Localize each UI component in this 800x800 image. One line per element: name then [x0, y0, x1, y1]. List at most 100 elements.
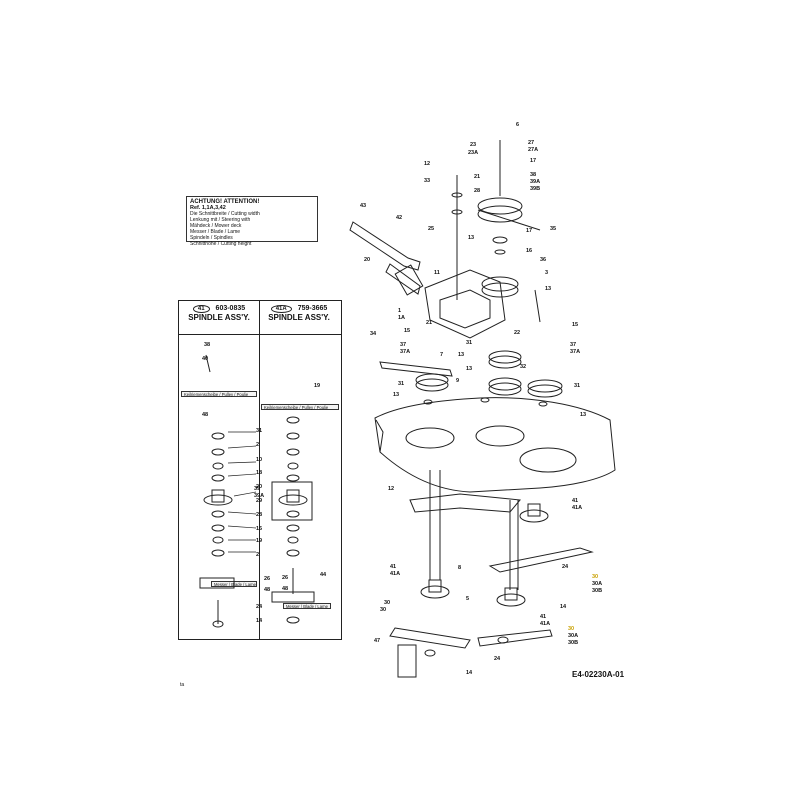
table-divider	[259, 301, 260, 639]
part-label: 44	[320, 572, 327, 578]
part-label: 8	[458, 565, 462, 571]
warning-line: Spindeln / Spindles	[190, 235, 233, 241]
ref-circle-left: 41	[192, 305, 210, 313]
part-label: 47	[374, 638, 381, 644]
blade-band-right: Messer / Blade / Lame	[283, 603, 331, 609]
lower-spindles	[389, 503, 594, 678]
part-label: 13	[545, 286, 552, 292]
spindle-stack-left	[199, 354, 235, 628]
part-label: 41A	[572, 505, 583, 511]
part-label: 39A	[254, 493, 265, 499]
part-label: 17	[530, 158, 537, 164]
part-label: 24	[494, 656, 501, 662]
part-label: 37	[400, 342, 407, 348]
part-label: 15	[572, 322, 579, 328]
part-label: 13	[468, 235, 475, 241]
table-header-line	[179, 334, 341, 335]
part-label: 30A	[592, 581, 603, 587]
part-label: 38	[530, 172, 537, 178]
warning-box: ACHTUNG! ATTENTION! Ref. 1,1A,3,42 Die S…	[186, 196, 318, 247]
warning-line: Messer / Blade / Lame	[190, 229, 241, 235]
part-label: 37	[570, 342, 577, 348]
part-label: 31	[574, 383, 581, 389]
pulley-band-right: Keilriemenscheibe / Pulley / Poulie	[261, 404, 339, 410]
spindle-label-left: SPINDLE ASS'Y.	[188, 313, 250, 322]
part-label: 42	[396, 215, 403, 221]
part-label: 31	[466, 340, 473, 346]
part-label: 2	[256, 442, 260, 448]
part-label: 38	[204, 342, 211, 348]
part-label: 17	[526, 228, 533, 234]
upper-assembly	[349, 140, 541, 339]
warning-line: Schnitthöhe / Cutting height	[190, 241, 252, 247]
part-label: 16	[256, 526, 263, 532]
part-label: 30	[380, 607, 387, 613]
part-label: 48	[264, 587, 271, 593]
part-label: 21	[426, 320, 433, 326]
part-label: 22	[514, 330, 521, 336]
part-label: 30	[384, 600, 391, 606]
warning-line: Die Schnittbreite / Cutting width	[190, 211, 260, 217]
spindle-header-left: 41 603-0835 SPINDLE ASS'Y.	[179, 305, 259, 322]
part-number-left: 603-0835	[215, 305, 246, 312]
part-label: 41	[540, 614, 547, 620]
drawing-code: E4-02230A-01	[572, 670, 625, 679]
spindle-table: 41 603-0835 SPINDLE ASS'Y. 41A 759-3665 SP…	[178, 300, 342, 640]
part-label: 28	[256, 512, 263, 518]
part-number-right: 759-3665	[297, 305, 328, 312]
warning-line: Mähdeck / Mower deck	[190, 223, 242, 229]
warning-title: ACHTUNG! ATTENTION!	[190, 199, 260, 205]
part-label: 34	[370, 331, 377, 337]
part-label: 20	[364, 257, 371, 263]
part-label: 12	[388, 486, 395, 492]
part-label: 39B	[530, 186, 541, 192]
part-label: 27A	[528, 147, 539, 153]
part-label: 30B	[592, 588, 603, 594]
part-label: 12	[424, 161, 431, 167]
part-label: 37A	[400, 349, 411, 355]
part-label: 35	[550, 226, 557, 232]
part-label: 13	[458, 352, 465, 358]
part-label: 23	[470, 142, 477, 148]
part-label: 10	[256, 457, 263, 463]
part-label: 13	[580, 412, 587, 418]
part-label: 36	[540, 257, 547, 263]
part-label: 3	[545, 270, 549, 276]
spindle-stack-right	[271, 416, 315, 624]
part-label: 25	[428, 226, 435, 232]
part-label: 13	[466, 366, 473, 372]
part-label: 30A	[568, 633, 579, 639]
part-label: 2	[256, 552, 260, 558]
part-label: 18	[256, 470, 263, 476]
part-label: 32	[520, 364, 527, 370]
part-label: 20	[256, 484, 263, 490]
part-label: 15	[404, 328, 411, 334]
part-label: 14	[256, 618, 263, 624]
part-label: 19	[256, 538, 263, 544]
part-label: 37A	[570, 349, 581, 355]
deck-pulleys	[379, 350, 563, 407]
ref-circle-right: 41A	[270, 305, 292, 313]
part-label: 9	[456, 378, 460, 384]
part-label: 23A	[468, 150, 479, 156]
part-label: 14	[466, 670, 473, 676]
part-label-highlight: 30	[568, 626, 575, 632]
warning-subtitle: Ref. 1,1A,3,42	[190, 205, 226, 211]
part-label: 39	[254, 486, 261, 492]
part-label: 26	[264, 576, 271, 582]
footnote: ta	[180, 682, 185, 688]
part-label: 41A	[540, 621, 551, 627]
part-label: 31	[398, 381, 405, 387]
part-label: 48	[202, 412, 209, 418]
part-label: 31	[256, 428, 263, 434]
part-label: 39A	[530, 179, 541, 185]
part-label: 48	[282, 586, 289, 592]
part-label: 27	[528, 140, 535, 146]
part-label: 6	[516, 122, 520, 128]
warning-line: Lenkung mit / Steering with	[190, 217, 251, 223]
part-label: 41A	[390, 571, 401, 577]
mower-deck	[374, 397, 616, 590]
part-label: 14	[560, 604, 567, 610]
part-label: 41	[572, 498, 579, 504]
